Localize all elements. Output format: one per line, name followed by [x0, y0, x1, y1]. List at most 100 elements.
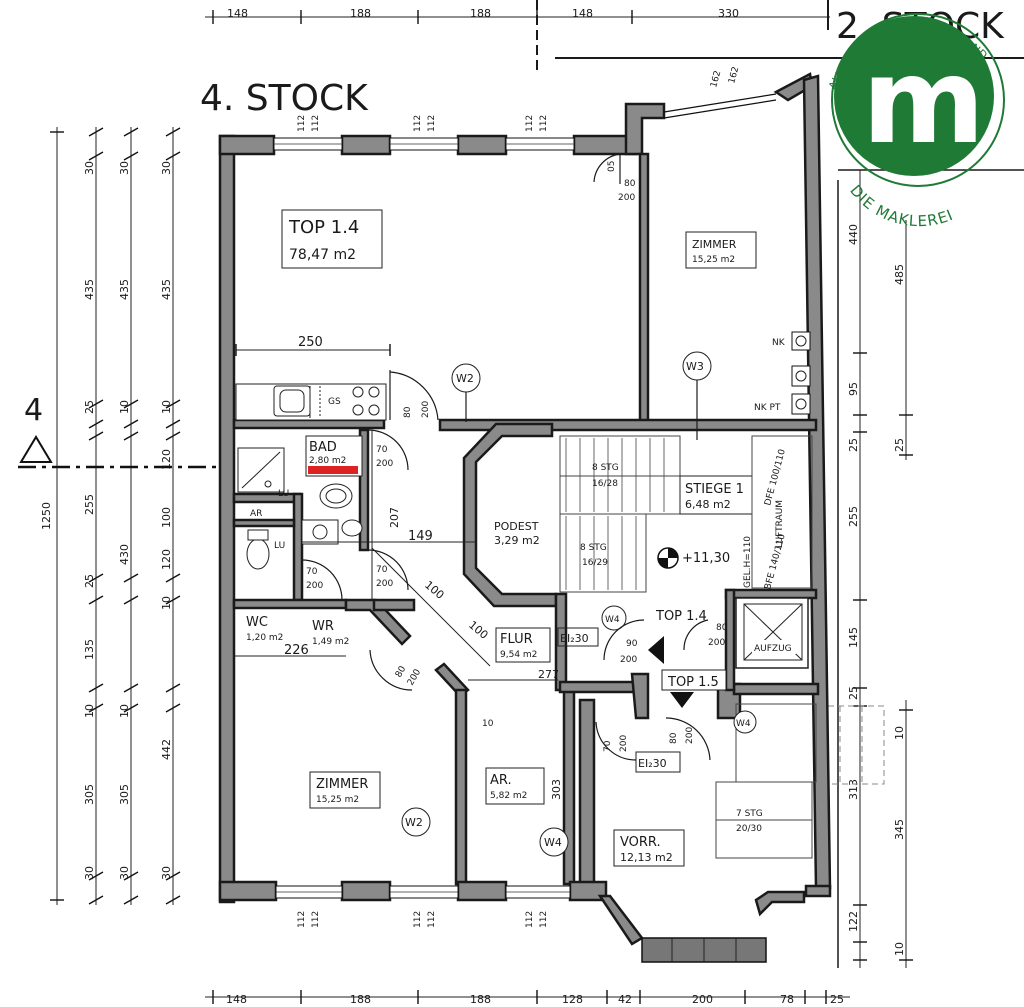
section-marker: 4 — [18, 393, 220, 469]
room-zimmer-bottom-area: 15,25 m2 — [316, 795, 359, 805]
dim-l1-3: 255 — [83, 494, 96, 515]
door-bad-w: 70 — [376, 445, 388, 455]
dim-l1-7: 305 — [83, 784, 96, 805]
level-value: +11,30 — [682, 551, 730, 566]
windows: 112 112 112 112 112 112 112 112 112 112 … — [273, 66, 767, 963]
gel-h-label: GEL.H=110 — [743, 536, 753, 588]
dim-10: 10 — [482, 719, 494, 729]
door-zi-w: 80 — [394, 664, 409, 679]
door-elev-w: 80 — [716, 623, 728, 633]
stg-7-r: 20/30 — [736, 824, 762, 834]
dim-303: 303 — [550, 779, 563, 800]
win-dim-2: 112 — [311, 115, 321, 132]
room-bad: BAD 2,80 m2 — [305, 435, 363, 477]
marker-w2a: W2 — [456, 372, 474, 385]
room-podest-name: PODEST — [494, 520, 539, 533]
dim-r-3: 255 — [847, 506, 860, 527]
room-wr: WR 1,49 m2 — [312, 619, 349, 647]
dim-left-total: 1250 — [40, 502, 53, 530]
dim-top-5: 330 — [718, 7, 739, 20]
stair-core-right: DFE 100/110 LUFTRAUM BFE 140/110 GEL.H=1… — [743, 435, 813, 591]
bathroom-fixtures: AR LU LU — [237, 447, 363, 570]
bay-dim-2: 162 — [727, 66, 741, 85]
room-ar-name: AR. — [490, 773, 512, 788]
logo-circle — [834, 16, 994, 176]
bad-warning-badge — [308, 466, 358, 474]
win-dim-6: 112 — [539, 115, 549, 132]
room-wc-area: 1,20 m2 — [246, 633, 283, 643]
right-dimension-chains: 440 95 25 255 145 25 10 313 345 122 10 4… — [837, 169, 1024, 968]
room-flur-name: FLUR — [500, 632, 533, 647]
dim-bottom-6: 200 — [692, 993, 713, 1006]
marker-w4c: W4 — [736, 719, 751, 729]
win-dim-3: 112 — [413, 115, 423, 132]
lu-label-2: LU — [278, 489, 289, 499]
kitchen-counter: GS 250 — [235, 335, 391, 421]
door-top-05: 05 — [607, 161, 617, 172]
marker-w3: W3 — [686, 360, 704, 373]
room-podest: PODEST 3,29 m2 — [494, 520, 540, 547]
win-dim-11: 112 — [525, 911, 535, 928]
dim-r-8: 345 — [893, 819, 906, 840]
room-top14-area: 78,47 m2 — [289, 247, 356, 263]
stg-8b: 8 STG — [580, 543, 607, 553]
door-zi-h: 200 — [406, 667, 423, 687]
room-stiege-area: 6,48 m2 — [685, 498, 731, 511]
nk-label: NK — [772, 338, 786, 348]
room-stiege: STIEGE 1 6,48 m2 — [679, 475, 753, 515]
dim-l3-8: 30 — [160, 866, 173, 880]
room-wc: WC 1,20 m2 — [246, 615, 283, 643]
nk-panels: NK NK PT — [754, 331, 811, 415]
room-zimmer-bottom: ZIMMER 15,25 m2 — [309, 771, 381, 809]
door-wc-w: 70 — [306, 567, 318, 577]
dim-l3-7: 442 — [160, 739, 173, 760]
adjacent-structure — [817, 705, 885, 785]
dim-l1-6: 10 — [83, 704, 96, 718]
door-k-w: 80 — [403, 406, 413, 418]
door-elev-h: 200 — [708, 638, 725, 648]
win-dim-1: 112 — [297, 115, 307, 132]
dim-r2-0: 485 — [893, 264, 906, 285]
dim-bottom-5: 42 — [618, 993, 632, 1006]
ei30-label-b: EI₂30 — [638, 757, 667, 770]
left-dimension-chains: 1250 30 435 25 255 25 135 10 305 30 30 4… — [40, 127, 181, 905]
dim-l3-5: 120 — [160, 549, 173, 570]
dim-bottom-4: 128 — [562, 993, 583, 1006]
room-top15: TOP 1.5 — [661, 669, 727, 708]
door-top-h: 200 — [618, 193, 635, 203]
level-marker: +11,30 — [657, 547, 730, 569]
room-stiege-name: STIEGE 1 — [685, 482, 744, 497]
win-dim-10: 112 — [427, 911, 437, 928]
door-wr-h: 200 — [376, 579, 393, 589]
walls — [218, 72, 832, 946]
dim-bottom-7: 78 — [780, 993, 794, 1006]
dim-l1-0: 30 — [83, 161, 96, 175]
marker-w4b: W4 — [605, 615, 620, 625]
stg-8b-r: 16/29 — [582, 558, 608, 568]
door-wc-h: 200 — [306, 581, 323, 591]
stairs-lower: 7 STG 20/30 — [715, 703, 817, 859]
room-bad-name: BAD — [309, 440, 337, 455]
room-zimmer-top: ZIMMER 15,25 m2 — [685, 231, 757, 269]
door-entry-w: 90 — [626, 639, 638, 649]
room-flur: FLUR 9,54 m2 — [495, 627, 551, 663]
win-dim-8: 112 — [311, 911, 321, 928]
dim-l3-2: 10 — [160, 400, 173, 414]
room-zimmer-top-area: 15,25 m2 — [692, 255, 735, 265]
dfe-label: DFE 100/110 — [763, 448, 788, 507]
win-dim-4: 112 — [427, 115, 437, 132]
room-wc-name: WC — [246, 615, 268, 630]
room-vorr-area: 12,13 m2 — [620, 851, 673, 864]
dim-l1-1: 435 — [83, 279, 96, 300]
elevator: AUFZUG — [735, 597, 809, 669]
dim-bottom-1: 148 — [226, 993, 247, 1006]
dim-r-7: 313 — [847, 779, 860, 800]
dim-l2-0: 30 — [118, 161, 131, 175]
win-dim-9: 112 — [413, 911, 423, 928]
ei30-label-a: EI₂30 — [560, 632, 589, 645]
inner-dimensions: 149 207 226 277 303 100 100 10 — [234, 430, 563, 800]
dim-l1-8: 30 — [83, 866, 96, 880]
room-flur-area: 9,54 m2 — [500, 650, 537, 660]
door-k-h: 200 — [421, 401, 431, 418]
room-podest-area: 3,29 m2 — [494, 534, 540, 547]
